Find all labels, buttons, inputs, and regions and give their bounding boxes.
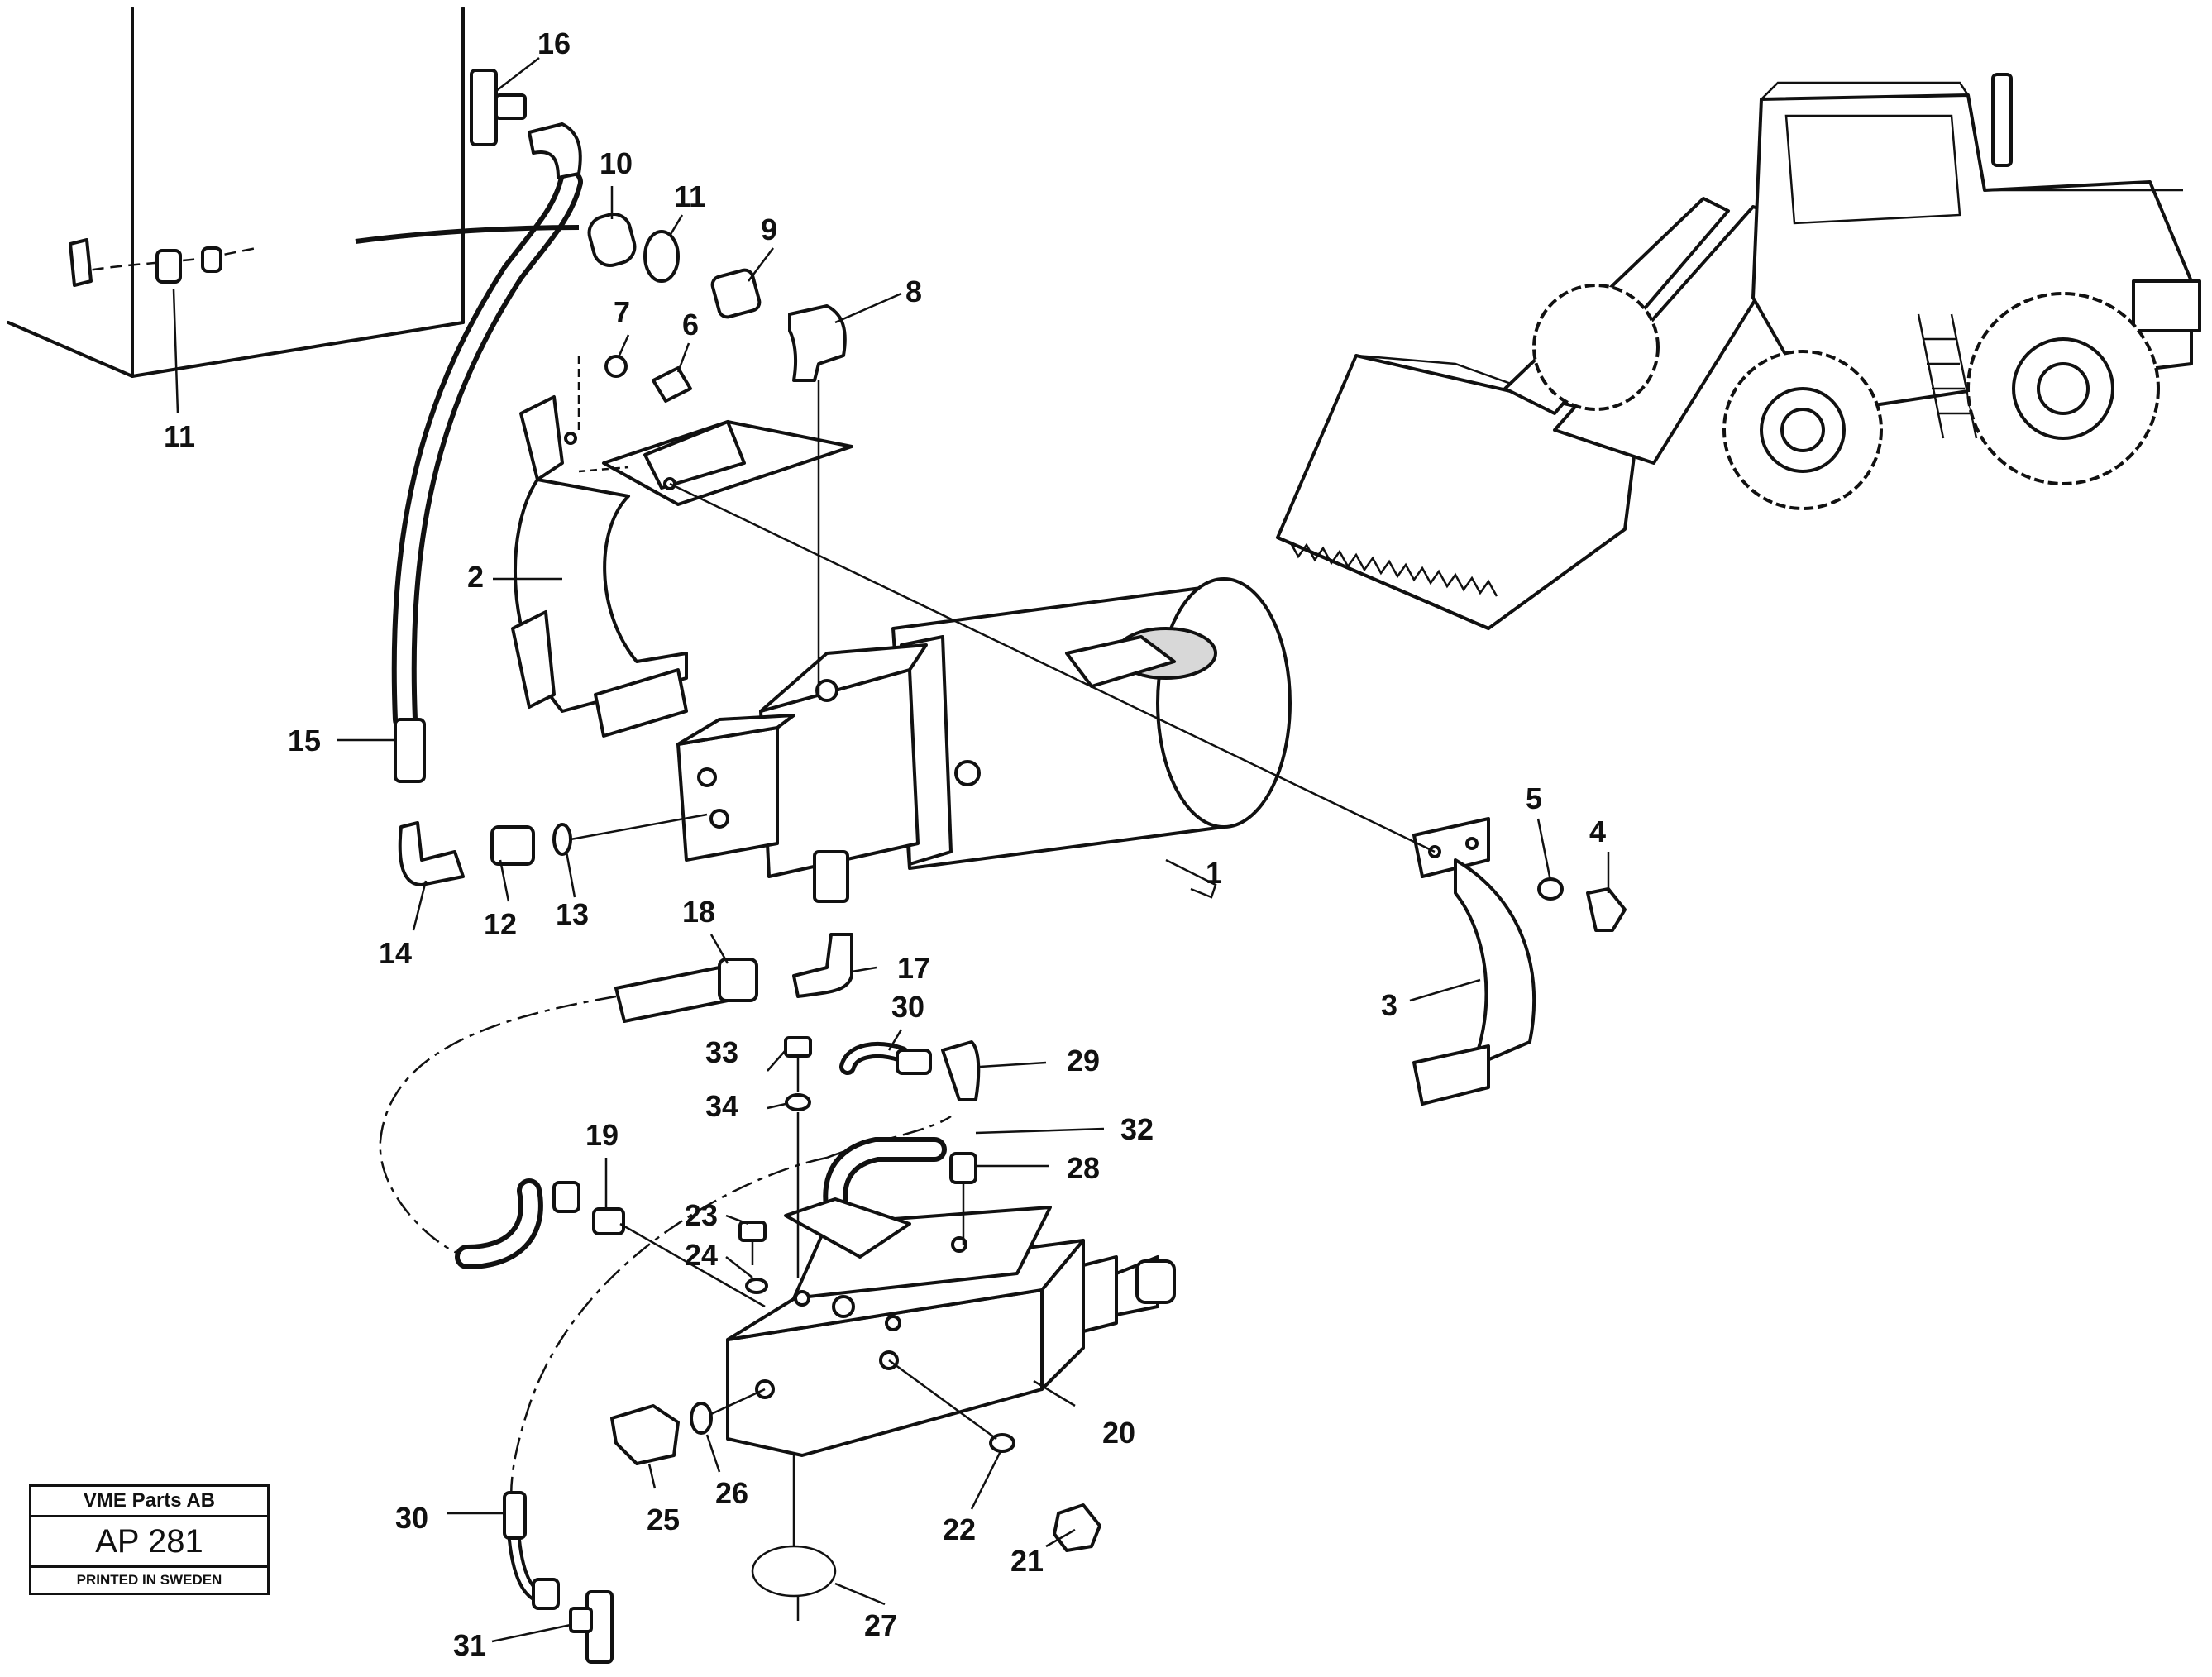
callout-13: 13 <box>556 897 589 931</box>
pump-motor-unit <box>676 577 1292 903</box>
callout-33: 33 <box>705 1035 738 1069</box>
callout-4: 4 <box>1589 815 1606 848</box>
wheel-loader-illustration <box>1276 73 2201 630</box>
callout-26: 26 <box>715 1476 748 1510</box>
callout-18: 18 <box>682 895 715 929</box>
callout-1: 1 <box>1206 856 1222 890</box>
stamp-company: VME Parts AB <box>31 1487 267 1517</box>
callout-23: 23 <box>685 1198 718 1232</box>
callout-11-clamp: 11 <box>674 179 705 213</box>
callout-14: 14 <box>379 936 412 970</box>
callout-9: 9 <box>761 213 777 246</box>
callout-22: 22 <box>943 1512 976 1546</box>
callout-30-top: 30 <box>891 990 924 1024</box>
callout-25: 25 <box>647 1503 680 1536</box>
callout-3: 3 <box>1381 988 1397 1022</box>
callout-28: 28 <box>1067 1151 1100 1185</box>
stamp-printed: PRINTED IN SWEDEN <box>76 1572 222 1588</box>
callout-29: 29 <box>1067 1044 1100 1077</box>
callout-32: 32 <box>1120 1112 1154 1146</box>
callout-labels: 1 2 3 4 5 6 7 8 9 10 11 11 12 13 14 15 1… <box>164 26 1606 1662</box>
callout-21: 21 <box>1010 1544 1044 1578</box>
callout-30-bottom: 30 <box>395 1501 428 1535</box>
valve-block-20 <box>726 1206 1176 1457</box>
callout-11-tank: 11 <box>164 419 195 453</box>
bracket-2 <box>511 395 853 738</box>
stamp-code: AP 281 <box>31 1517 267 1568</box>
hydraulic-tank <box>7 7 465 378</box>
callout-24: 24 <box>685 1238 718 1272</box>
drawing-stamp: VME Parts AB AP 281 PRINTED IN SWEDEN <box>29 1484 270 1595</box>
bracket-3 <box>1412 817 1536 1106</box>
callout-5: 5 <box>1526 781 1542 815</box>
callout-31: 31 <box>453 1628 486 1662</box>
fittings <box>394 69 1627 1664</box>
callout-15: 15 <box>288 724 321 757</box>
callout-6: 6 <box>682 308 699 342</box>
callout-19: 19 <box>585 1118 619 1152</box>
hose-10 <box>355 170 583 732</box>
leader-lines <box>172 57 1610 1643</box>
callout-7: 7 <box>614 295 630 329</box>
callout-2: 2 <box>467 560 484 594</box>
callout-16: 16 <box>537 26 571 60</box>
callout-12: 12 <box>484 907 517 941</box>
callout-27: 27 <box>864 1608 897 1642</box>
callout-8: 8 <box>905 275 922 308</box>
callout-10: 10 <box>600 146 633 180</box>
callout-17: 17 <box>897 951 930 985</box>
callout-20: 20 <box>1102 1416 1135 1450</box>
callout-34: 34 <box>705 1089 738 1123</box>
